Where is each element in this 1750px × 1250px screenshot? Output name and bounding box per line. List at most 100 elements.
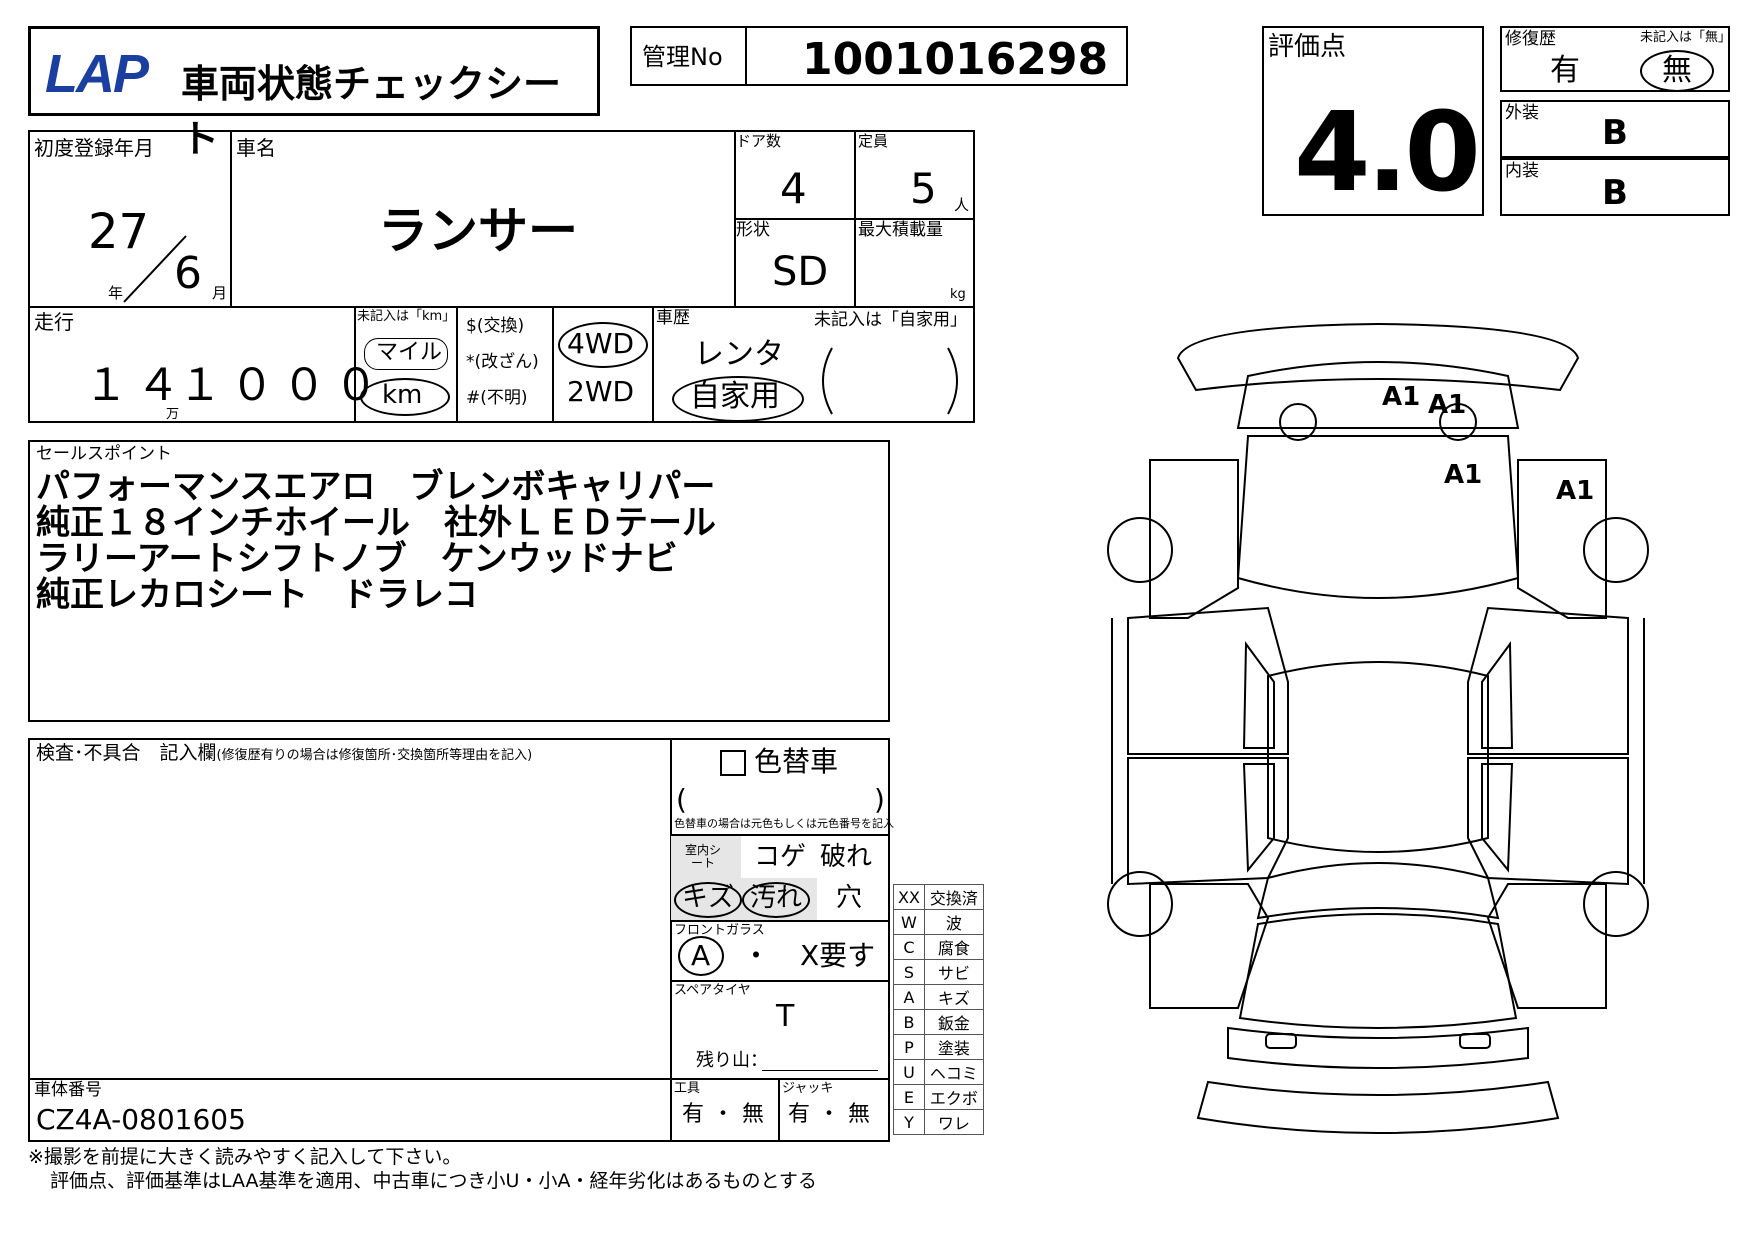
tools-nashi: 無 — [742, 1102, 765, 1127]
history-private: 自家用 — [690, 379, 780, 414]
legend-code: C — [893, 934, 925, 960]
wheel-front-right — [1583, 517, 1649, 583]
legend-code: A — [893, 984, 925, 1010]
hood-shape — [1236, 361, 1520, 429]
damage-mark: A1 — [1556, 476, 1595, 506]
management-label: 管理No — [642, 43, 723, 71]
legend-text: 塗装 — [923, 1034, 984, 1060]
glass-dot: ・ — [742, 939, 771, 972]
legend-code: U — [893, 1059, 925, 1085]
chassis-label: 車体番号 — [34, 1080, 102, 1100]
color-change-label: 色替車 — [754, 745, 839, 778]
taillight-right — [1459, 1033, 1491, 1049]
doors-value: 4 — [780, 164, 807, 213]
jack-ari: 有 — [788, 1102, 811, 1127]
sales-line: ラリーアートシフトノブ ケンウッドナビ — [36, 539, 678, 579]
sales-line: 純正レカロシート ドラレコ — [36, 575, 478, 615]
shape-value: SD — [772, 249, 829, 295]
repair-no: 無 — [1662, 53, 1692, 88]
inspection-note: (修復歴有りの場合は修復箇所･交換箇所等理由を記入) — [216, 748, 533, 763]
wheel-front-left — [1107, 517, 1173, 583]
rear-window — [1256, 862, 1500, 920]
glass-a: A — [691, 939, 711, 972]
history-note: 未記入は「自家用」 — [814, 310, 967, 330]
tools-ari: 有 — [682, 1102, 705, 1127]
car-diagram — [1107, 322, 1649, 1134]
jack-dot: ・ — [818, 1102, 841, 1127]
legend-text: エクボ — [923, 1084, 984, 1110]
capacity-label: 定員 — [858, 132, 889, 150]
headlight-left — [1279, 403, 1317, 441]
repair-no-circle — [1640, 50, 1714, 92]
legend-text: ワレ — [923, 1109, 984, 1135]
repair-note: 未記入は「無」 — [1640, 30, 1732, 45]
mileage-man-unit: 万 — [166, 407, 180, 422]
legend-code: Y — [893, 1109, 925, 1135]
date-slash — [123, 235, 187, 303]
seat-ana: 穴 — [836, 883, 863, 913]
color-change-note: 色替車の場合は元色もしくは元色番号を記入 — [674, 817, 894, 830]
left-rear-door — [1127, 757, 1289, 886]
glass-label: フロントガラス — [674, 923, 765, 938]
mileage-label: 走行 — [34, 310, 74, 334]
repair-label: 修復歴 — [1505, 29, 1556, 49]
registration-month: 6 — [174, 248, 202, 299]
right-front-door — [1467, 606, 1629, 755]
yogore-circle — [742, 882, 810, 918]
private-circle — [672, 376, 804, 422]
score-value: 4.0 — [1294, 88, 1481, 216]
km-label: km — [382, 380, 423, 410]
seat-label: 室内シート — [684, 843, 721, 871]
repair-yes: 有 — [1550, 53, 1580, 88]
score-label: 評価点 — [1268, 32, 1347, 62]
mileage-rest-digits: １０００ — [178, 360, 386, 411]
right-rear-window — [1481, 763, 1514, 873]
legend-text: 波 — [923, 909, 984, 935]
kizu-circle — [674, 882, 742, 918]
damage-mark: A1 — [1444, 460, 1483, 490]
left-front-door — [1127, 606, 1289, 755]
sales-line: 純正１８インチホイール 社外ＬＥＤテール — [36, 503, 716, 543]
management-number: 1001016298 — [802, 34, 1109, 85]
legend-code: P — [893, 1034, 925, 1060]
sales-points-box: セールスポイント パフォーマンスエアロ ブレンボキャリパー 純正１８インチホイー… — [28, 440, 890, 722]
inspection-box: 検査･不具合 記入欄(修復歴有りの場合は修復箇所･交換箇所等理由を記入) 色替車… — [28, 738, 894, 1142]
right-front-fender — [1517, 459, 1607, 619]
drive-2wd: 2WD — [567, 375, 635, 408]
jack-nashi: 無 — [848, 1102, 871, 1127]
symbol-tampered: *(改ざん) — [466, 352, 539, 372]
color-change-checkbox[interactable] — [720, 750, 746, 776]
car-name-label: 車名 — [236, 136, 276, 160]
seat-koge: コゲ — [754, 842, 807, 872]
history-label: 車歴 — [656, 308, 690, 328]
history-bracket — [822, 347, 958, 415]
chassis-number: CZ4A-0801605 — [36, 1103, 246, 1136]
mile-label: マイル — [376, 340, 443, 365]
legend-text: ヘコミ — [923, 1059, 984, 1085]
headlight-right — [1439, 403, 1477, 441]
right-rear-door — [1467, 757, 1629, 886]
doors-label: ドア数 — [736, 132, 782, 150]
legend-code: XX — [893, 884, 925, 910]
mileage-man-digits: １４ — [84, 360, 188, 411]
month-unit: 月 — [212, 284, 228, 302]
damage-mark: A1 — [1382, 382, 1421, 412]
legend-text: サビ — [923, 959, 984, 985]
hood-panel — [1236, 435, 1520, 599]
taillight-left — [1265, 1033, 1297, 1049]
registration-label: 初度登録年月 — [34, 136, 154, 160]
glass-x: X要す — [800, 939, 876, 972]
damage-mark: A1 — [1428, 390, 1467, 420]
symbol-unknown: #(不明) — [466, 388, 528, 408]
glass-a-circle — [678, 936, 724, 976]
rear-bumper-shape — [1196, 1080, 1560, 1134]
